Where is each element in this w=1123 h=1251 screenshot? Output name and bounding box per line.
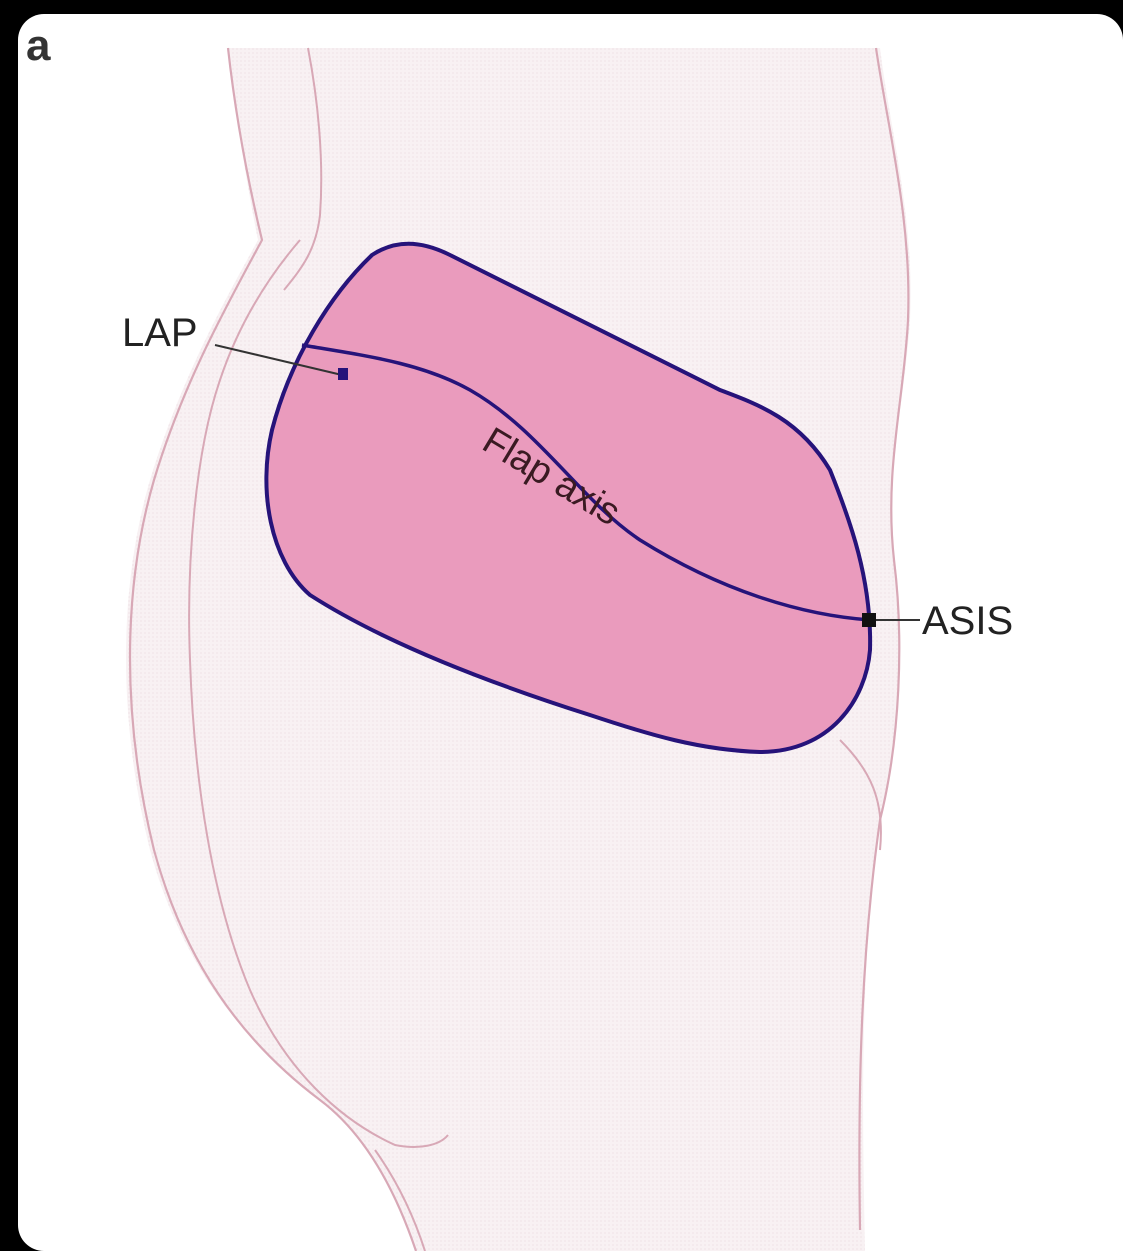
lap-label: LAP: [122, 311, 198, 355]
lap-marker: [338, 368, 348, 380]
asis-marker: [862, 613, 876, 627]
panel-letter: a: [26, 21, 51, 70]
asis-label: ASIS: [922, 599, 1013, 643]
